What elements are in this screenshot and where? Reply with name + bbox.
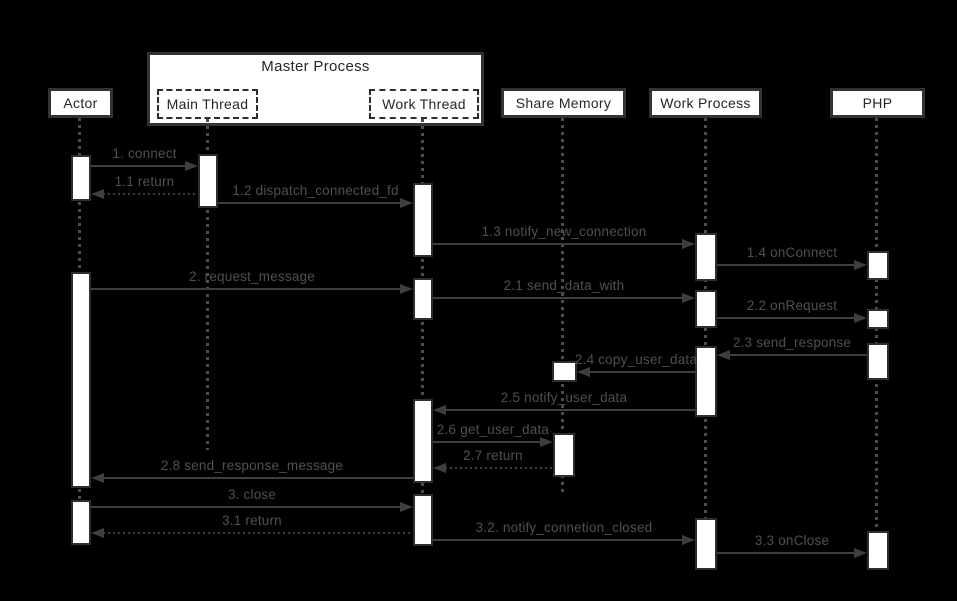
message-line (717, 264, 855, 266)
message-line (433, 297, 683, 299)
message-label: 2.3 send_response (732, 335, 852, 350)
message-arrowhead-icon (577, 367, 590, 377)
message-label: 1. connect (112, 146, 177, 161)
message-line (717, 552, 855, 554)
activation-work-thread (413, 183, 433, 257)
message-arrowhead-icon (91, 528, 104, 538)
participant-actor-label: Actor (63, 95, 98, 111)
message-line (103, 532, 413, 534)
message-label: 2. request_message (189, 269, 315, 284)
activation-work-process (695, 518, 717, 570)
activation-php (867, 251, 889, 280)
message-arrowhead-icon (400, 284, 413, 294)
message-arrowhead-icon (91, 473, 104, 483)
message-label: 1.3 notify_new_connection (481, 224, 647, 239)
message-arrowhead-icon (682, 535, 695, 545)
message-arrowhead-icon (540, 437, 553, 447)
activation-work-process (695, 290, 717, 328)
master-process-label: Master Process (261, 58, 370, 75)
message-line (433, 539, 683, 541)
message-label: 3.3 onClose (754, 533, 830, 548)
message-arrowhead-icon (400, 198, 413, 208)
message-line (445, 467, 553, 469)
message-label: 2.1 send_data_with (503, 278, 625, 293)
message-line (717, 317, 855, 319)
message-label: 3.2. notify_connetion_closed (475, 520, 653, 535)
message-line (91, 165, 186, 167)
message-arrowhead-icon (433, 405, 446, 415)
lifeline-share-memory (561, 118, 564, 495)
message-arrowhead-icon (91, 189, 104, 199)
participant-work-thread-label: Work Thread (382, 96, 466, 112)
activation-php (867, 531, 889, 570)
message-arrowhead-icon (185, 161, 198, 171)
participant-work-process-label: Work Process (660, 95, 751, 111)
message-line (433, 243, 683, 245)
message-arrowhead-icon (682, 293, 695, 303)
message-arrowhead-icon (400, 502, 413, 512)
message-line (103, 477, 413, 479)
participant-share-memory-label: Share Memory (515, 95, 612, 111)
message-line (91, 506, 401, 508)
message-arrowhead-icon (854, 548, 867, 558)
message-line (729, 354, 867, 356)
message-line (433, 441, 541, 443)
lifeline-main-thread (206, 119, 209, 450)
activation-work-thread (413, 494, 433, 546)
message-label: 3. close (227, 487, 277, 502)
activation-php (867, 343, 889, 380)
message-arrowhead-icon (717, 350, 730, 360)
message-line (91, 288, 401, 290)
participant-php: PHP (830, 88, 925, 118)
message-label: 2.8 send_response_message (160, 458, 344, 473)
message-label: 2.5 notify_user_data (500, 390, 628, 405)
message-label: 1.2 dispatch_connected_fd (232, 183, 399, 198)
activation-share-memory (552, 361, 577, 382)
message-label: 2.6 get_user_data (436, 422, 550, 437)
activation-work-thread (413, 278, 433, 320)
participant-actor: Actor (48, 88, 113, 118)
message-arrowhead-icon (433, 463, 446, 473)
participant-work-thread: Work Thread (369, 89, 479, 119)
message-arrowhead-icon (854, 313, 867, 323)
message-line (445, 409, 695, 411)
message-label: 2.7 return (463, 448, 523, 463)
message-arrowhead-icon (682, 239, 695, 249)
activation-php (867, 309, 889, 329)
message-label: 3.1 return (222, 513, 282, 528)
participant-main-thread: Main Thread (157, 89, 258, 119)
message-arrowhead-icon (854, 260, 867, 270)
message-line (103, 193, 198, 195)
activation-actor (71, 155, 91, 201)
activation-actor (71, 272, 91, 488)
activation-work-process (695, 346, 717, 417)
activation-share-memory (553, 433, 575, 477)
message-label: 1.1 return (114, 174, 175, 189)
participant-work-process: Work Process (649, 88, 762, 118)
message-line (218, 202, 401, 204)
activation-actor (71, 500, 91, 545)
message-label: 2.4 copy_user_data (574, 352, 698, 367)
participant-main-thread-label: Main Thread (166, 96, 249, 112)
message-line (589, 371, 695, 373)
message-label: 2.2 onRequest (746, 298, 838, 313)
activation-main-thread (198, 154, 218, 208)
activation-work-thread (413, 399, 433, 483)
activation-work-process (695, 233, 717, 281)
participant-php-label: PHP (862, 95, 893, 111)
message-label: 1.4 onConnect (746, 245, 838, 260)
participant-share-memory: Share Memory (501, 88, 626, 118)
